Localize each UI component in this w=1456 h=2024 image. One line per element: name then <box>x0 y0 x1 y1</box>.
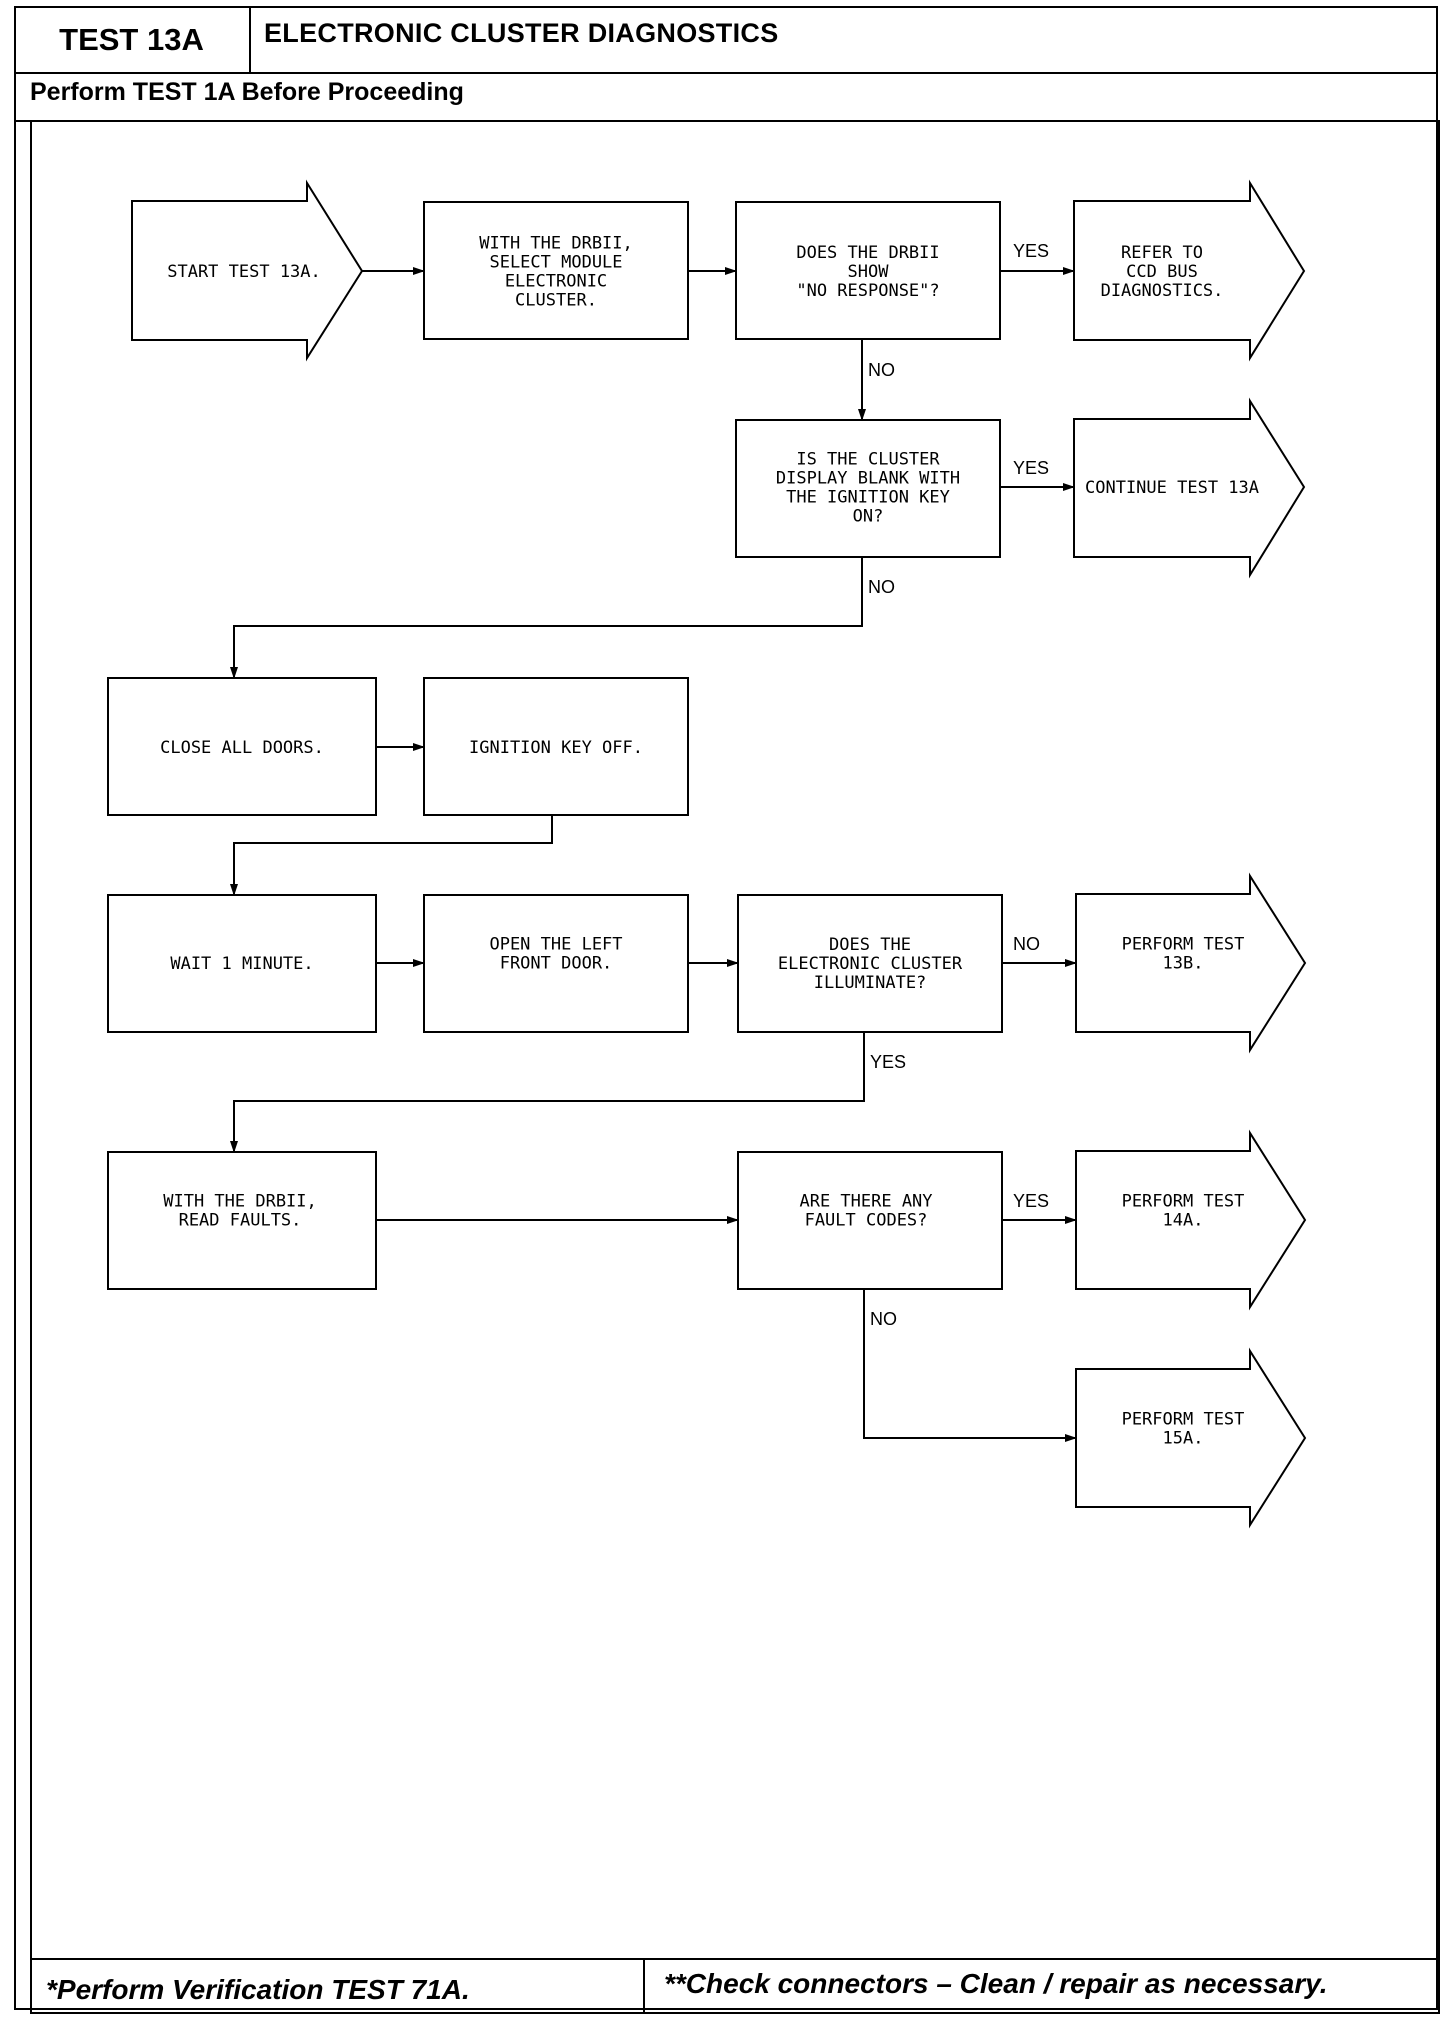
open-door-text-line: OPEN THE LEFT <box>489 935 622 955</box>
fault-codes-text-line: ARE THERE ANY <box>799 1192 932 1212</box>
wait-text: WAIT 1 MINUTE. <box>170 954 313 974</box>
perform-13b-text-line: PERFORM TEST <box>1122 935 1245 955</box>
ccd-bus-arrow-shape <box>1073 179 1306 362</box>
no-label-q2: NO <box>868 577 895 597</box>
illuminate-text-line: ELECTRONIC CLUSTER <box>778 954 963 974</box>
perform-13b-arrow-shape <box>1075 872 1307 1054</box>
start-text: START TEST 13A. <box>167 262 321 282</box>
perform-14a-arrow-shape <box>1075 1129 1307 1311</box>
continue-test-arrow-shape <box>1073 397 1306 579</box>
perform-15a-text-line: PERFORM TEST <box>1122 1410 1245 1430</box>
perform-14a-text-line: PERFORM TEST <box>1122 1192 1245 1212</box>
ccd-bus-text-line: CCD BUS <box>1126 262 1198 282</box>
no-response-text-line: "NO RESPONSE"? <box>796 281 939 301</box>
page-title: ELECTRONIC CLUSTER DIAGNOSTICS <box>264 18 779 48</box>
title-row <box>14 6 1438 74</box>
perform-15a-text-line: 15A. <box>1163 1429 1204 1449</box>
yes-label-q4: YES <box>1013 1191 1049 1211</box>
no-response-text-line: DOES THE DRBII <box>796 243 939 263</box>
display-blank-text-line: ON? <box>853 507 884 527</box>
select-module-text-line: CLUSTER. <box>515 291 597 311</box>
yes-label-continue: YES <box>1013 458 1049 478</box>
no-label-q1: NO <box>868 360 895 380</box>
ccd-bus-text-line: DIAGNOSTICS. <box>1101 281 1224 301</box>
display-blank-text-line: IS THE CLUSTER <box>796 450 940 470</box>
prerequisite-row <box>14 74 1438 122</box>
footer-verification-note: *Perform Verification TEST 71A. <box>46 1974 470 2005</box>
start-text-line: START TEST 13A. <box>167 262 321 282</box>
perform-15a-arrow-shape <box>1075 1347 1307 1529</box>
page-frame <box>14 6 1438 2010</box>
close-doors-text: CLOSE ALL DOORS. <box>160 738 324 758</box>
open-door-text-line: FRONT DOOR. <box>500 954 613 974</box>
display-blank-text-line: THE IGNITION KEY <box>786 488 950 508</box>
continue-test-text-line: CONTINUE TEST 13A <box>1085 478 1259 498</box>
ignition-off-text: IGNITION KEY OFF. <box>469 738 643 758</box>
footer <box>30 1958 1440 2014</box>
prerequisite-note: Perform TEST 1A Before Proceeding <box>30 78 464 106</box>
yes-label-ccd: YES <box>1013 241 1049 261</box>
no-label-q3: NO <box>1013 934 1040 954</box>
perform-14a-text-line: 14A. <box>1163 1211 1204 1231</box>
test-id: TEST 13A <box>14 6 251 74</box>
no-label-q4: NO <box>870 1309 897 1329</box>
select-module-text-line: WITH THE DRBII, <box>479 234 633 254</box>
footer-connector-note: **Check connectors – Clean / repair as n… <box>664 1968 1328 1999</box>
connector-ignition-wait <box>230 815 553 896</box>
connector-q4-15a <box>863 1289 1077 1442</box>
ccd-bus-text-line: REFER TO <box>1121 243 1203 263</box>
no-response-text-line: SHOW <box>848 262 890 282</box>
select-module-text-line: SELECT MODULE <box>489 253 622 273</box>
illuminate-text-line: DOES THE <box>829 935 911 955</box>
illuminate-text-line: ILLUMINATE? <box>814 973 927 993</box>
continue-test-text: CONTINUE TEST 13A <box>1085 478 1259 498</box>
select-module-text-line: ELECTRONIC <box>505 272 607 292</box>
wait-text-line: WAIT 1 MINUTE. <box>170 954 313 974</box>
diagram-area <box>30 120 1440 1958</box>
read-faults-text-line: READ FAULTS. <box>179 1211 302 1231</box>
ignition-off-text-line: IGNITION KEY OFF. <box>469 738 643 758</box>
perform-13b-text-line: 13B. <box>1163 954 1204 974</box>
display-blank-text-line: DISPLAY BLANK WITH <box>776 469 960 489</box>
close-doors-text-line: CLOSE ALL DOORS. <box>160 738 324 758</box>
display-blank-decision-box <box>735 419 1001 558</box>
fault-codes-text-line: FAULT CODES? <box>805 1211 928 1231</box>
read-faults-text-line: WITH THE DRBII, <box>163 1192 317 1212</box>
read-faults-text: WITH THE DRBII,READ FAULTS. <box>163 1192 317 1231</box>
footer-divider <box>643 1958 645 2014</box>
connector-q3-read-faults <box>230 1032 865 1153</box>
start-arrow-shape <box>131 179 364 362</box>
connector-q2-close-doors <box>230 557 863 679</box>
yes-label-q3: YES <box>870 1052 906 1072</box>
